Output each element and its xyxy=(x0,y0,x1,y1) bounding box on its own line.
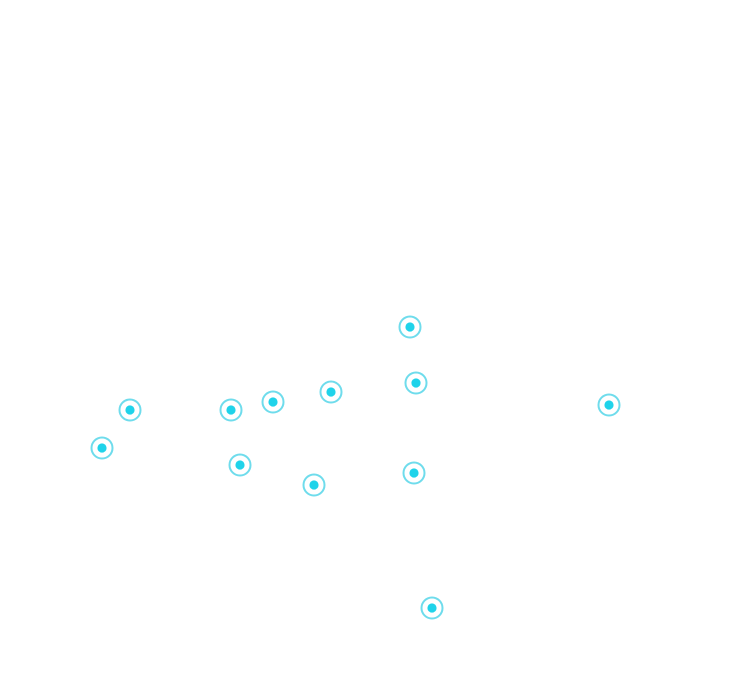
scatter-point-core xyxy=(411,378,421,388)
scatter-point-core xyxy=(409,468,419,478)
scatter-point-core xyxy=(268,397,278,407)
scatter-point-core xyxy=(235,460,245,470)
scatter-point xyxy=(90,436,114,460)
scatter-point xyxy=(420,596,444,620)
scatter-point xyxy=(398,315,422,339)
scatter-point xyxy=(261,390,285,414)
scatter-point xyxy=(228,453,252,477)
scatter-point xyxy=(404,371,428,395)
scatter-point xyxy=(319,380,343,404)
scatter-point xyxy=(118,398,142,422)
scatter-point xyxy=(302,473,326,497)
scatter-point xyxy=(402,461,426,485)
scatter-point-core xyxy=(226,405,236,415)
scatter-point-core xyxy=(427,603,437,613)
scatter-point xyxy=(219,398,243,422)
data-points xyxy=(90,315,621,620)
scatter-point-core xyxy=(125,405,135,415)
scatter-point xyxy=(597,393,621,417)
scatter-point-core xyxy=(97,443,107,453)
scatter-point-core xyxy=(309,480,319,490)
scatter-point-core xyxy=(326,387,336,397)
scatter-point-core xyxy=(405,322,415,332)
scatter-point-core xyxy=(604,400,614,410)
